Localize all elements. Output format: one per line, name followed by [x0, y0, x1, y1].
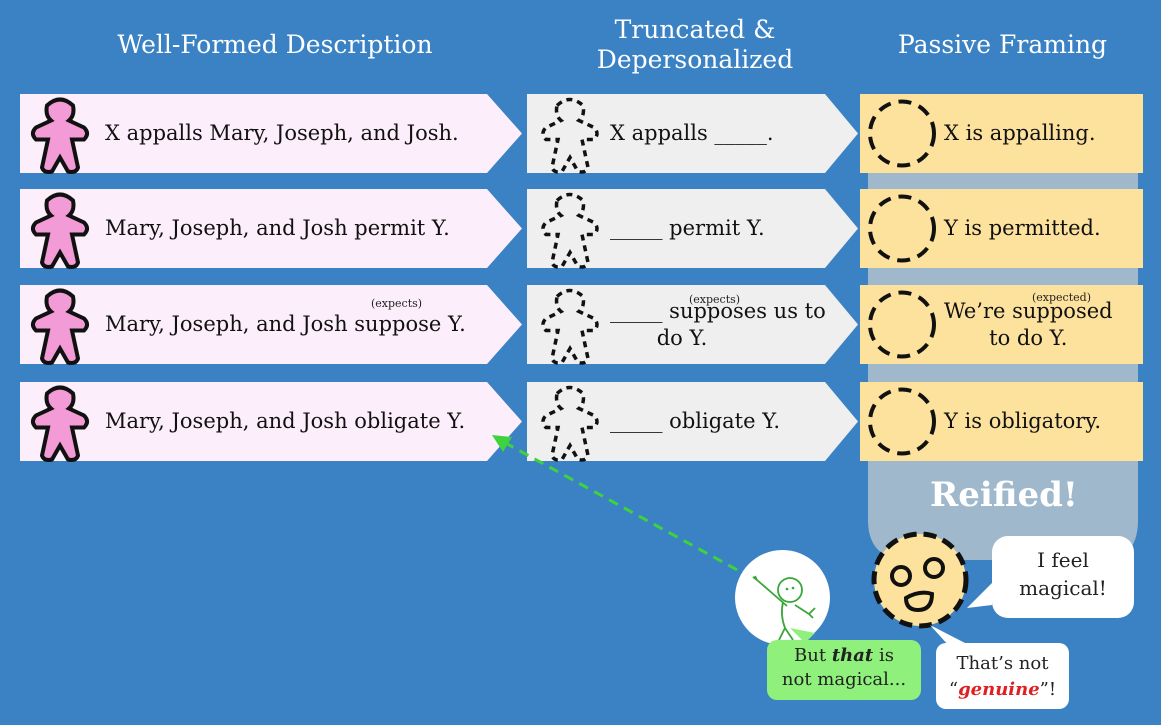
dashed-circle-icon [868, 290, 936, 359]
reified-face-icon [871, 531, 969, 629]
reified-label: Reified! [930, 475, 1078, 515]
dashed-meeple-icon [541, 192, 599, 269]
header-truncated: Truncated & Depersonalized [596, 15, 794, 74]
genuine-prefix: That’s not “ [948, 653, 1049, 700]
meeple-icon [31, 97, 89, 174]
full-text: Mary, Joseph, and Josh permit Y. [105, 216, 450, 240]
full-text: Mary, Joseph, and Josh obligate Y. [105, 409, 466, 433]
green-bubble-tail [790, 628, 815, 643]
genuine-bubble-tail [930, 625, 965, 647]
passive-text: Y is obligatory. [944, 409, 1102, 433]
passive-text: We’re supposed to do Y. [944, 298, 1113, 350]
row-shape-full [20, 382, 522, 461]
full-text: X appalls Mary, Joseph, and Josh. [105, 121, 459, 145]
row-shape-trunc [527, 285, 858, 364]
full-text: Mary, Joseph, and Josh suppose Y. [105, 312, 466, 336]
row-shape-passive [860, 189, 1143, 268]
row-shape-full [20, 285, 522, 364]
genuine-emph: genuine [958, 679, 1040, 700]
row-shape-full [20, 189, 522, 268]
passive-superscript: (expected) [1032, 291, 1091, 304]
row-shape-passive [860, 94, 1143, 173]
dashed-circle-icon [868, 194, 936, 263]
row-shape-passive [860, 285, 1143, 364]
genuine-suffix: ”! [1039, 679, 1057, 700]
not-magical-suffix: is not magical... [781, 645, 907, 690]
speaker-circle [735, 550, 830, 645]
not-magical-prefix: But [794, 645, 832, 666]
stick-figure-icon [752, 575, 816, 641]
dashed-circle-icon [868, 99, 936, 168]
trunc-text: _____ supposes us to do Y. [610, 298, 826, 350]
dashed-meeple-icon [541, 97, 599, 174]
full-superscript: (expects) [371, 297, 423, 310]
not-magical-bubble: But that is not magical... [767, 640, 921, 700]
row-shapes [20, 94, 1143, 462]
header-passive: Passive Framing [897, 30, 1108, 59]
trunc-text: _____ permit Y. [610, 216, 765, 240]
trunc-text: _____ obligate Y. [610, 409, 781, 433]
not-magical-emph: that [831, 645, 874, 666]
row-shape-trunc [527, 382, 858, 461]
meeple-icon [31, 288, 89, 365]
meeple-icon [31, 385, 89, 462]
row-shape-trunc [527, 189, 858, 268]
row-shape-full [20, 94, 522, 173]
row-shape-passive [860, 382, 1143, 461]
meeple-icon [31, 192, 89, 269]
header-well-formed: Well-Formed Description [117, 30, 433, 59]
genuine-bubble: That’s not “genuine”! [936, 643, 1069, 709]
passive-text: Y is permitted. [944, 216, 1101, 240]
dashed-meeple-icon [541, 288, 599, 365]
row-shape-trunc [527, 94, 858, 173]
trunc-text: X appalls _____. [610, 121, 774, 145]
dashed-circle-icon [868, 387, 936, 456]
magical-bubble: I feel magical! [992, 536, 1134, 618]
trunc-superscript: (expects) [689, 293, 741, 306]
dashed-meeple-icon [541, 385, 599, 462]
passive-text: X is appalling. [944, 121, 1096, 145]
magical-bubble-tail [967, 583, 992, 608]
